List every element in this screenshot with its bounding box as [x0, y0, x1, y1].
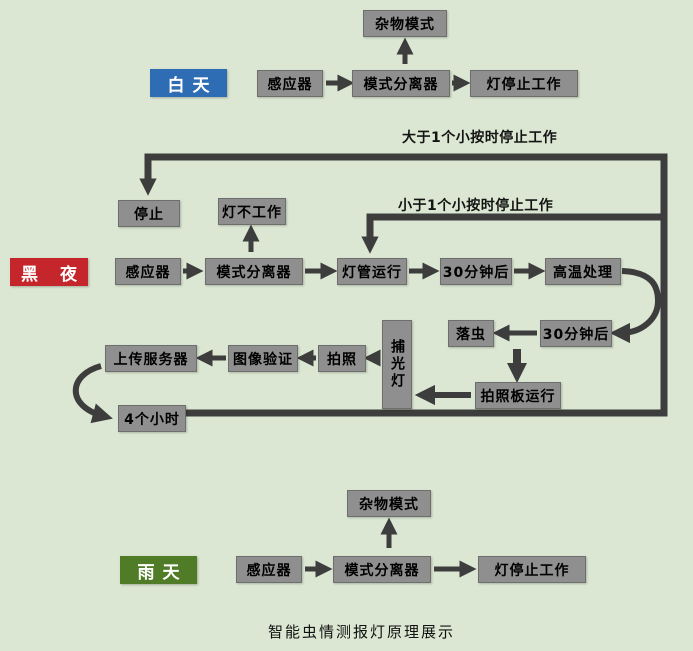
node-rain-debris-mode: 杂物模式 — [347, 490, 431, 517]
section-label-day: 白天 — [150, 69, 227, 97]
edge-upload-to-fourhours — [72, 363, 113, 424]
node-night-stop: 停止 — [118, 200, 180, 227]
node-day-lamp-stop: 灯停止工作 — [470, 70, 578, 97]
branch-label-lt-1hr: 小于1个小按时停止工作 — [398, 198, 554, 214]
diagram-title: 智能虫情测报灯原理展示 — [267, 623, 455, 641]
node-night-mode-separator: 模式分离器 — [205, 258, 303, 285]
node-day-mode-separator: 模式分离器 — [352, 70, 450, 97]
node-night-photo-board: 拍照板运行 — [475, 382, 561, 409]
node-night-sensor: 感应器 — [115, 258, 181, 285]
section-label-night: 黑 夜 — [10, 258, 88, 286]
node-night-image-verify: 图像验证 — [228, 345, 298, 372]
node-night-30min-b: 30分钟后 — [540, 320, 612, 347]
edge-loop-lt-to-lamprun — [361, 213, 664, 254]
node-day-sensor: 感应器 — [257, 70, 323, 97]
node-rain-lamp-stop: 灯停止工作 — [478, 556, 586, 583]
node-night-photo: 拍照 — [318, 345, 366, 372]
node-day-debris-mode: 杂物模式 — [363, 10, 447, 37]
node-night-upload-server: 上传服务器 — [105, 345, 197, 372]
node-night-lamp-run: 灯管运行 — [337, 258, 407, 285]
node-rain-mode-separator: 模式分离器 — [333, 556, 431, 583]
node-night-trap-lamp: 捕光灯 — [382, 320, 412, 409]
section-label-rain: 雨天 — [120, 556, 197, 584]
node-night-insect-drop: 落虫 — [448, 320, 494, 347]
node-night-four-hours: 4个小时 — [118, 405, 186, 432]
node-rain-sensor: 感应器 — [236, 556, 302, 583]
node-night-30min-a: 30分钟后 — [440, 258, 512, 285]
branch-label-gt-1hr: 大于1个小按时停止工作 — [402, 130, 558, 146]
node-night-lamp-off: 灯不工作 — [218, 198, 286, 225]
node-night-high-temp: 高温处理 — [545, 258, 621, 285]
edge-hightemp-to-30min-b — [609, 268, 662, 344]
edge-loop-gt-to-stop — [139, 153, 668, 417]
